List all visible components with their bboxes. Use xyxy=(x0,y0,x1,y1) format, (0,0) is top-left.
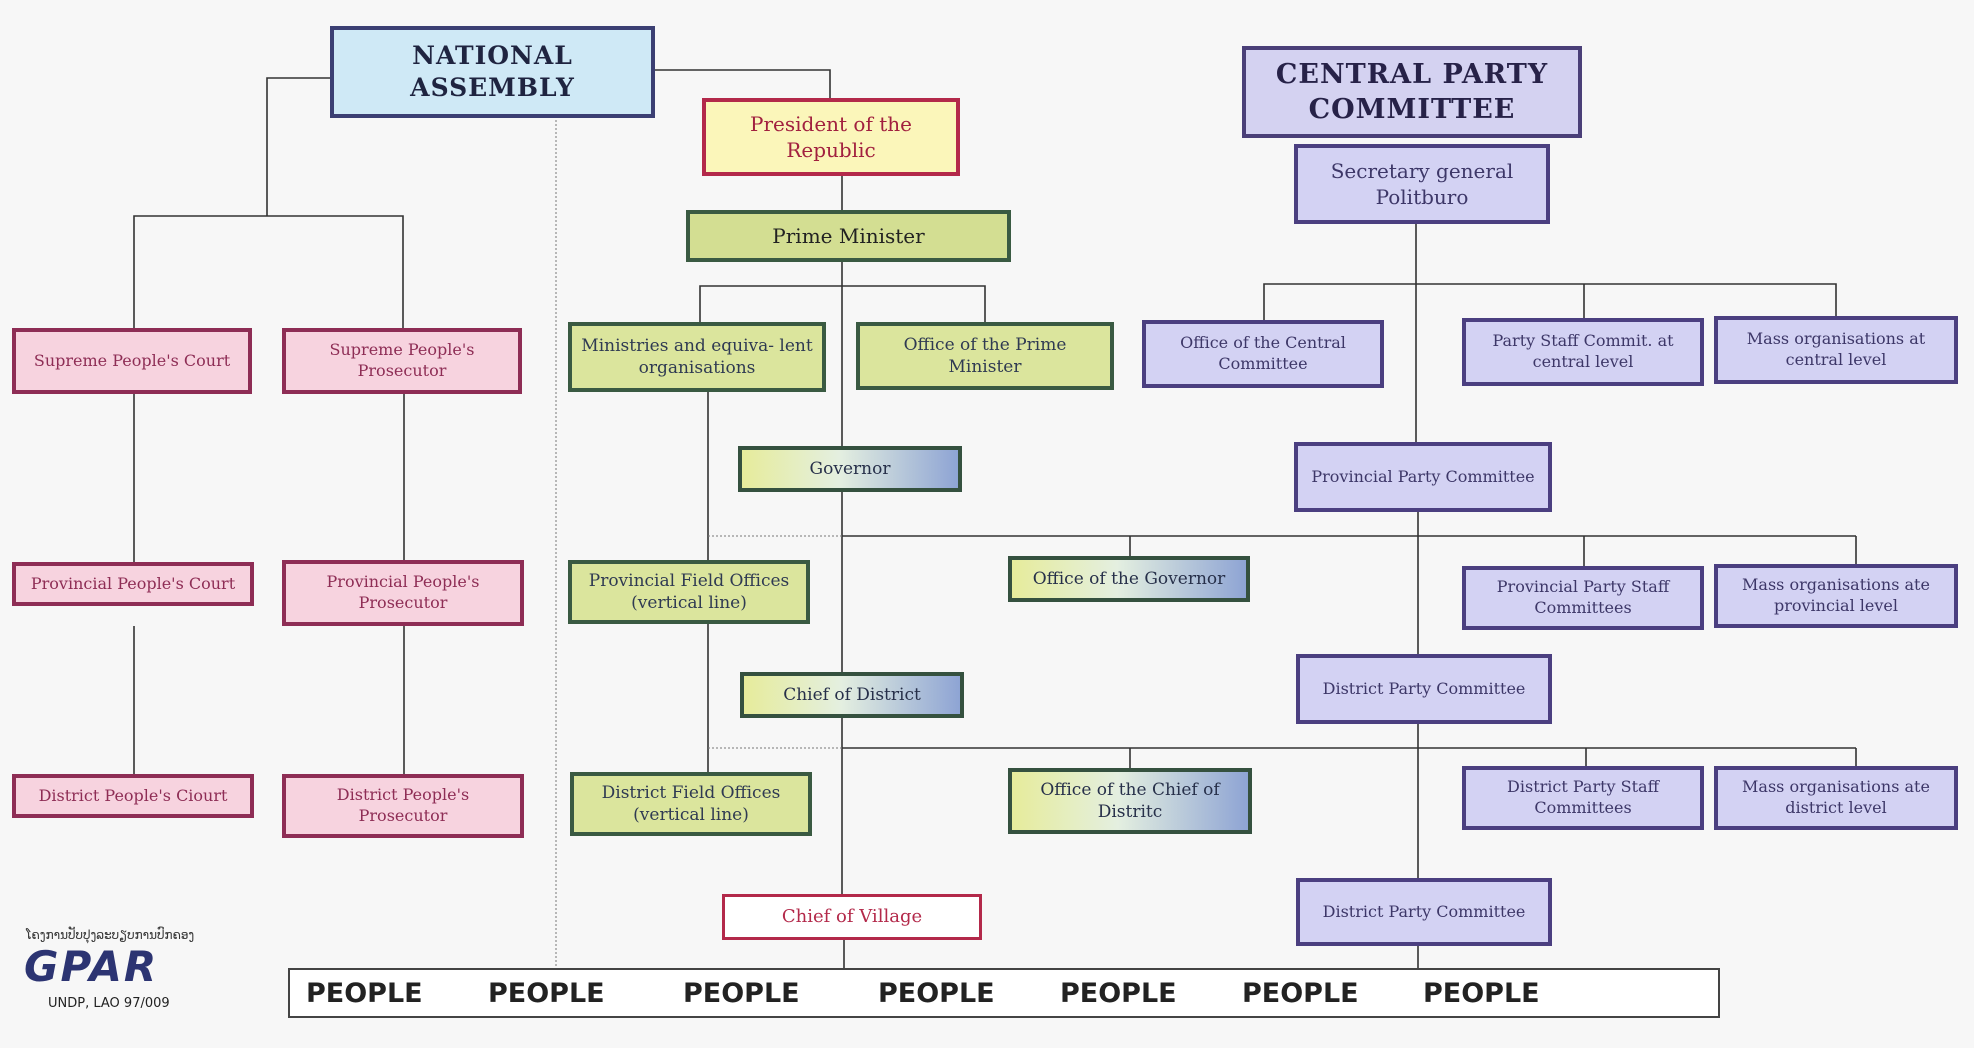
provincial-court-box: Provincial People's Court xyxy=(12,562,254,606)
supreme-prosecutor-label: Supreme People's Prosecutor xyxy=(329,340,475,380)
provincial-party-staff-box: Provincial Party Staff Committees xyxy=(1462,566,1704,630)
people-label: PEOPLE xyxy=(1423,978,1540,1009)
district-party-2-label: District Party Committee xyxy=(1322,901,1526,921)
people-label: PEOPLE xyxy=(488,978,605,1009)
people-label: PEOPLE xyxy=(878,978,995,1009)
ministries-label: Ministries and equiva- lent organisation… xyxy=(581,335,813,378)
supreme-court-label: Supreme People's Court xyxy=(33,350,231,370)
office-chief-district-box: Office of the Chief of Distritc xyxy=(1008,768,1252,834)
district-party-staff-label: District Party Staff Committees xyxy=(1507,777,1659,817)
mass-provincial-box: Mass organisations ate provincial level xyxy=(1714,564,1958,628)
secretary-label: Secretary general Politburo xyxy=(1330,159,1514,209)
mass-provincial-label: Mass organisations ate provincial level xyxy=(1742,575,1930,615)
provincial-party-staff-label: Provincial Party Staff Committees xyxy=(1496,577,1670,617)
mass-district-label: Mass organisations ate district level xyxy=(1742,777,1930,817)
central-party-label: CENTRAL PARTY COMMITTEE xyxy=(1275,58,1549,125)
people-label: PEOPLE xyxy=(1060,978,1177,1009)
people-label: PEOPLE xyxy=(683,978,800,1009)
mass-central-box: Mass organisations at central level xyxy=(1714,316,1958,384)
central-party-box: CENTRAL PARTY COMMITTEE xyxy=(1242,46,1582,138)
prime-minister-label: Prime Minister xyxy=(772,224,925,248)
president-label: President of the Republic xyxy=(750,112,912,162)
people-label: PEOPLE xyxy=(306,978,423,1009)
district-party-box: District Party Committee xyxy=(1296,654,1552,724)
ministries-box: Ministries and equiva- lent organisation… xyxy=(568,322,826,392)
national-assembly-box: NATIONAL ASSEMBLY xyxy=(330,26,655,118)
chief-village-label: Chief of Village xyxy=(781,906,923,928)
mass-district-box: Mass organisations ate district level xyxy=(1714,766,1958,830)
district-party-staff-box: District Party Staff Committees xyxy=(1462,766,1704,830)
office-governor-box: Office of the Governor xyxy=(1008,556,1250,602)
chief-district-label: Chief of District xyxy=(783,684,921,705)
office-chief-district-label: Office of the Chief of Distritc xyxy=(1040,779,1220,822)
provincial-prosecutor-label: Provincial People's Prosecutor xyxy=(326,572,480,612)
chief-village-box: Chief of Village xyxy=(722,894,982,940)
office-central-box: Office of the Central Committee xyxy=(1142,320,1384,388)
provincial-field-label: Provincial Field Offices (vertical line) xyxy=(588,570,790,613)
office-central-label: Office of the Central Committee xyxy=(1180,333,1346,373)
provincial-party-box: Provincial Party Committee xyxy=(1294,442,1552,512)
president-box: President of the Republic xyxy=(702,98,960,176)
provincial-prosecutor-box: Provincial People's Prosecutor xyxy=(282,560,524,626)
supreme-prosecutor-box: Supreme People's Prosecutor xyxy=(282,328,522,394)
district-prosecutor-label: District People's Prosecutor xyxy=(336,785,470,825)
logo-script-text: ໂຄງການປັບປຸງລະບຽບການປົກຄອງ xyxy=(26,928,195,942)
district-field-box: District Field Offices (vertical line) xyxy=(570,772,812,836)
secretary-box: Secretary general Politburo xyxy=(1294,144,1550,224)
district-court-box: District People's Ciourt xyxy=(12,774,254,818)
governor-label: Governor xyxy=(809,458,891,479)
district-court-label: District People's Ciourt xyxy=(38,785,228,805)
district-party-label: District Party Committee xyxy=(1322,678,1526,698)
office-governor-label: Office of the Governor xyxy=(1032,568,1226,589)
mass-central-label: Mass organisations at central level xyxy=(1746,329,1926,369)
district-field-label: District Field Offices (vertical line) xyxy=(601,782,781,825)
logo-subtitle: UNDP, LAO 97/009 xyxy=(48,996,170,1011)
governor-box: Governor xyxy=(738,446,962,492)
provincial-court-label: Provincial People's Court xyxy=(30,573,236,593)
district-party-2-box: District Party Committee xyxy=(1296,878,1552,946)
supreme-court-box: Supreme People's Court xyxy=(12,328,252,394)
party-staff-central-box: Party Staff Commit. at central level xyxy=(1462,318,1704,386)
national-assembly-label: NATIONAL ASSEMBLY xyxy=(410,40,575,103)
people-box xyxy=(288,968,1720,1018)
provincial-field-box: Provincial Field Offices (vertical line) xyxy=(568,560,810,624)
party-staff-central-label: Party Staff Commit. at central level xyxy=(1492,331,1674,371)
chief-district-box: Chief of District xyxy=(740,672,964,718)
people-label: PEOPLE xyxy=(1242,978,1359,1009)
office-pm-label: Office of the Prime Minister xyxy=(903,334,1067,377)
district-prosecutor-box: District People's Prosecutor xyxy=(282,774,524,838)
office-pm-box: Office of the Prime Minister xyxy=(856,322,1114,390)
provincial-party-label: Provincial Party Committee xyxy=(1311,466,1535,486)
prime-minister-box: Prime Minister xyxy=(686,210,1011,262)
gpar-logo: GPAR xyxy=(24,942,159,991)
